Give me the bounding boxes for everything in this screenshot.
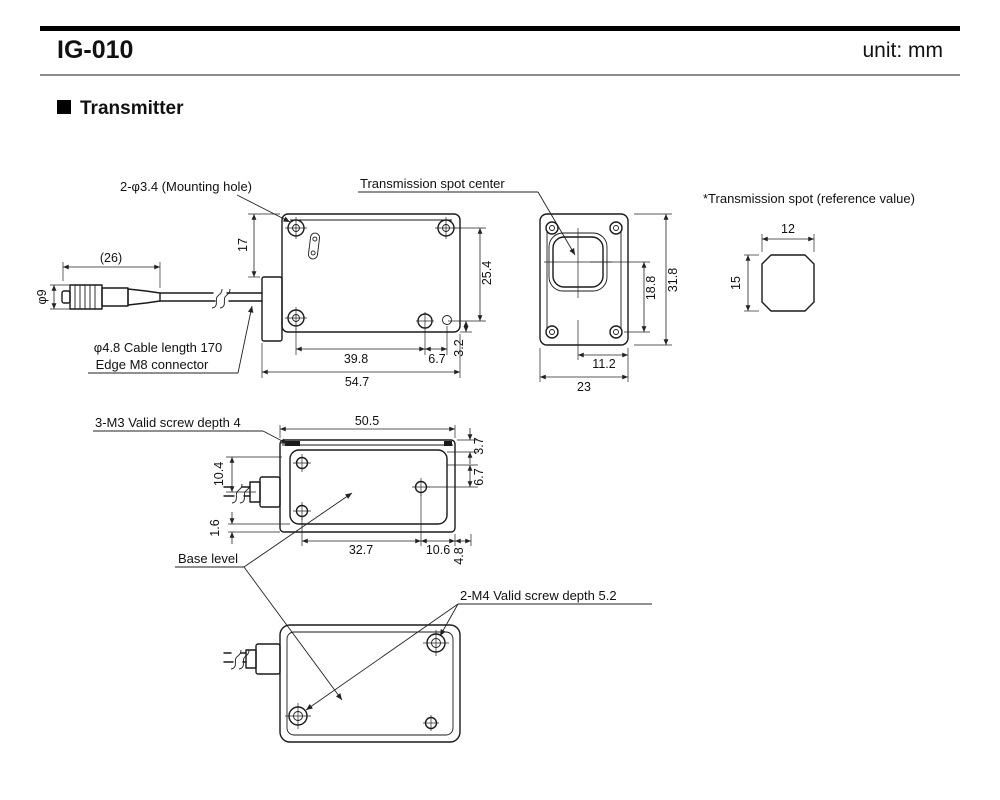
cable-stub xyxy=(223,643,281,675)
section-heading: Transmitter xyxy=(57,98,184,119)
dim-31-8: 31.8 xyxy=(634,213,680,346)
svg-text:18.8: 18.8 xyxy=(644,276,658,300)
svg-text:31.8: 31.8 xyxy=(666,268,680,292)
svg-text:1.6: 1.6 xyxy=(208,519,222,536)
spot-reference-label: *Transmission spot (reference value) xyxy=(703,191,915,206)
dim-connector-diameter: φ9 xyxy=(35,284,70,310)
indicator-hole-bottom-right xyxy=(423,715,439,731)
cable xyxy=(159,288,263,309)
mounting-view: 2-M4 Valid screw depth 5.2 xyxy=(223,588,652,743)
dim-39-8-and-6-7: 39.8 6.7 xyxy=(295,326,448,366)
slot-detail xyxy=(308,232,320,260)
svg-text:3.2: 3.2 xyxy=(452,339,466,356)
svg-text:39.8: 39.8 xyxy=(344,352,368,366)
svg-text:54.7: 54.7 xyxy=(345,375,369,389)
m8-connector xyxy=(61,284,161,310)
svg-text:(26): (26) xyxy=(100,251,122,265)
m3-hole xyxy=(412,478,430,496)
front-corner-screws xyxy=(545,221,623,339)
svg-text:15: 15 xyxy=(729,276,743,290)
dim-32-7-and-10-6: 32.7 10.6 xyxy=(301,494,456,557)
mounting-view-outline xyxy=(279,624,461,743)
dim-17: 17 xyxy=(236,213,280,278)
svg-text:10.4: 10.4 xyxy=(212,462,226,486)
bottom-face-outline xyxy=(279,439,456,533)
svg-text:2-M4 Valid screw depth 5.2: 2-M4 Valid screw depth 5.2 xyxy=(460,588,617,603)
dim-54-7: 54.7 xyxy=(261,334,461,389)
callout-mounting-hole: 2-φ3.4 (Mounting hole) xyxy=(120,179,291,223)
svg-text:3.7: 3.7 xyxy=(472,437,486,454)
svg-text:Edge M8 connector: Edge M8 connector xyxy=(96,357,209,372)
dim-spot-15: 15 xyxy=(729,254,759,312)
svg-text:10.6: 10.6 xyxy=(426,543,450,557)
dim-18-8: 18.8 xyxy=(590,261,658,333)
side-body-outline xyxy=(281,213,461,333)
dim-23: 23 xyxy=(539,348,628,394)
side-rear-flange xyxy=(261,276,283,342)
svg-text:2-φ3.4 (Mounting hole): 2-φ3.4 (Mounting hole) xyxy=(120,179,252,194)
m3-hole xyxy=(293,502,311,520)
m3-screw-area xyxy=(285,441,300,446)
svg-text:50.5: 50.5 xyxy=(355,414,379,428)
model-title: IG-010 xyxy=(57,36,133,64)
m4-hole-bottom-left xyxy=(285,703,311,729)
m3-hole xyxy=(293,454,311,472)
cable-break-icon xyxy=(231,483,243,504)
svg-text:3-M3 Valid screw depth 4: 3-M3 Valid screw depth 4 xyxy=(95,415,241,430)
callout-spot-center: Transmission spot center xyxy=(358,176,576,256)
svg-text:φ4.8 Cable length 170: φ4.8 Cable length 170 xyxy=(94,340,222,355)
cable-break-icon xyxy=(230,649,242,670)
section-bullet-icon xyxy=(57,100,71,114)
svg-text:4.8: 4.8 xyxy=(452,547,466,564)
indicator-holes-bottom-right xyxy=(416,312,452,330)
cable-break-icon xyxy=(238,649,250,670)
mounting-hole-bottom-left xyxy=(285,307,307,329)
svg-text:11.2: 11.2 xyxy=(592,357,615,371)
dim-3-7: 3.7 xyxy=(447,428,486,464)
svg-text:25.4: 25.4 xyxy=(480,261,494,285)
section-title: Transmitter xyxy=(80,98,184,119)
dim-10-4: 10.4 xyxy=(212,456,282,493)
svg-text:32.7: 32.7 xyxy=(349,543,373,557)
dim-4-8: 4.8 xyxy=(452,534,472,565)
svg-text:φ9: φ9 xyxy=(35,289,49,304)
mounting-hole-top-left xyxy=(285,217,307,239)
svg-text:12: 12 xyxy=(781,222,795,236)
callout-cable: φ4.8 Cable length 170 Edge M8 connector xyxy=(88,305,254,374)
transmission-spot-detail: *Transmission spot (reference value) 12 … xyxy=(703,191,915,312)
svg-text:Base level: Base level xyxy=(178,551,238,566)
svg-text:6.7: 6.7 xyxy=(472,468,486,485)
connector-knurl-icon xyxy=(74,285,96,309)
dim-25-4: 25.4 xyxy=(448,227,494,322)
dim-spot-12: 12 xyxy=(761,222,815,252)
dim-50-5: 50.5 xyxy=(279,414,456,438)
page-header: IG-010 unit: mm xyxy=(40,26,960,76)
callout-m3: 3-M3 Valid screw depth 4 xyxy=(93,415,289,445)
dim-3-2: 3.2 xyxy=(452,321,472,357)
svg-text:Transmission spot center: Transmission spot center xyxy=(360,176,505,191)
lens-window xyxy=(544,228,612,298)
svg-text:6.7: 6.7 xyxy=(428,352,445,366)
cable-break-icon xyxy=(219,288,231,309)
callout-base-level: Base level xyxy=(175,492,353,701)
bottom-face-view: 50.5 10.4 1.6 3.7 6.7 xyxy=(93,414,486,701)
callout-m4: 2-M4 Valid screw depth 5.2 xyxy=(305,588,652,711)
dim-11-2: 11.2 xyxy=(577,320,629,382)
front-body-outline xyxy=(539,213,629,346)
dim-6-7-b: 6.7 xyxy=(428,464,486,488)
svg-text:23: 23 xyxy=(577,380,591,394)
cable-break-icon xyxy=(211,288,223,309)
side-view: (26) φ9 17 25.4 3.2 xyxy=(35,176,576,389)
spot-shape xyxy=(761,254,815,312)
dim-1-6: 1.6 xyxy=(208,512,290,544)
m4-hole-top-right xyxy=(423,630,449,656)
svg-text:17: 17 xyxy=(236,238,250,252)
dim-connector-length: (26) xyxy=(62,251,161,288)
front-view: 18.8 31.8 11.2 23 xyxy=(539,213,680,394)
header-top-bar xyxy=(40,26,960,31)
unit-label: unit: mm xyxy=(862,39,943,62)
